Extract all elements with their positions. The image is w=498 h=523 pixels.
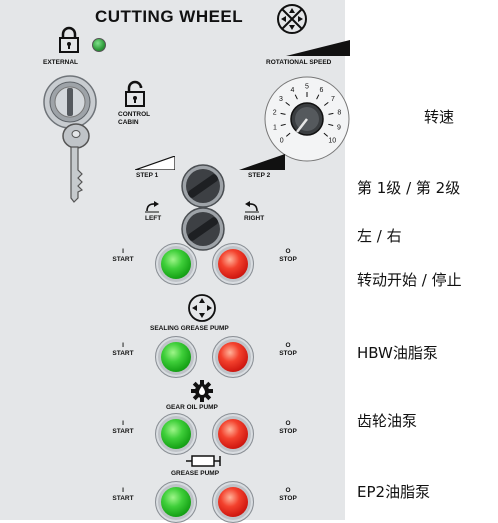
sealing-grease-start-button[interactable] (155, 336, 197, 378)
external-label: EXTERNAL (43, 59, 79, 66)
annotation-direction: 左 / 右 (357, 227, 402, 245)
dial-tick (323, 102, 329, 106)
step2-ramp-icon (239, 154, 285, 170)
grease-pump-start-button[interactable] (155, 481, 197, 523)
dial-number: 2 (273, 110, 277, 117)
annotation-speed: 转速 (424, 108, 455, 126)
dial-number: 0 (280, 138, 284, 145)
lock-closed-icon (59, 26, 79, 53)
step1-label: STEP 1 (136, 172, 159, 179)
annotation-start-stop: 转动开始 / 停止 (357, 271, 462, 289)
dial-number: 4 (291, 87, 295, 94)
sealing-grease-pump-label: SEALING GREASE PUMP (150, 325, 229, 332)
left-label: LEFT (145, 215, 162, 222)
wheel-start-button[interactable] (155, 243, 197, 285)
step2-label: STEP 2 (248, 172, 271, 179)
dial-tick (328, 112, 334, 115)
sealing-grease-stop-button[interactable] (212, 336, 254, 378)
rotate-left-icon (145, 201, 159, 213)
dial-tick (328, 123, 334, 126)
dial-tick (316, 94, 320, 100)
control-cabin-label: CONTROL CABIN (118, 111, 151, 127)
step1-ramp-icon (135, 156, 175, 170)
annotation-hbw-pump: HBW油脂泵 (357, 344, 438, 362)
right-label: RIGHT (244, 215, 265, 222)
dial-number: 3 (279, 96, 283, 103)
wheel-stop-button[interactable] (212, 243, 254, 285)
gear-oil-start-button[interactable] (155, 413, 197, 455)
step-selector-switch[interactable] (180, 163, 226, 209)
dial-number: 7 (331, 96, 335, 103)
grease-pump-icon (186, 455, 221, 467)
rotate-right-icon (245, 201, 259, 213)
status-indicator-light (92, 38, 106, 52)
annotation-ep2-pump: EP2油脂泵 (357, 483, 431, 501)
dial-tick (294, 94, 298, 100)
gear-oil-stop-button[interactable] (212, 413, 254, 455)
gear-oil-pump-icon (191, 380, 213, 402)
dial-tick (280, 123, 286, 126)
dial-number: 9 (337, 125, 341, 132)
dial-number: 1 (273, 125, 277, 132)
direction-selector-switch[interactable] (180, 206, 226, 252)
grease-pump-stop-button[interactable] (212, 481, 254, 523)
dial-number: 6 (320, 87, 324, 94)
dial-number: 10 (328, 138, 336, 145)
dial-tick (285, 132, 291, 137)
speed-ramp-icon (286, 40, 350, 56)
panel-title: CUTTING WHEEL (95, 7, 244, 26)
dial-number: 5 (305, 84, 309, 91)
dial-tick (285, 102, 291, 106)
key-switch[interactable] (38, 74, 102, 208)
rotational-speed-label: ROTATIONAL SPEED (266, 59, 332, 66)
gear-oil-pump-label: GEAR OIL PUMP (166, 404, 218, 411)
dial-number: 8 (337, 110, 341, 117)
lock-open-icon (125, 80, 145, 107)
grease-pump-label: GREASE PUMP (171, 470, 220, 477)
sealing-grease-pump-icon (188, 294, 216, 322)
cutting-wheel-icon (277, 4, 307, 34)
dial-tick (280, 112, 286, 115)
annotation-gear-pump: 齿轮油泵 (357, 412, 418, 430)
annotation-step: 第 1级 / 第 2级 (357, 179, 461, 197)
dial-tick (323, 132, 329, 137)
